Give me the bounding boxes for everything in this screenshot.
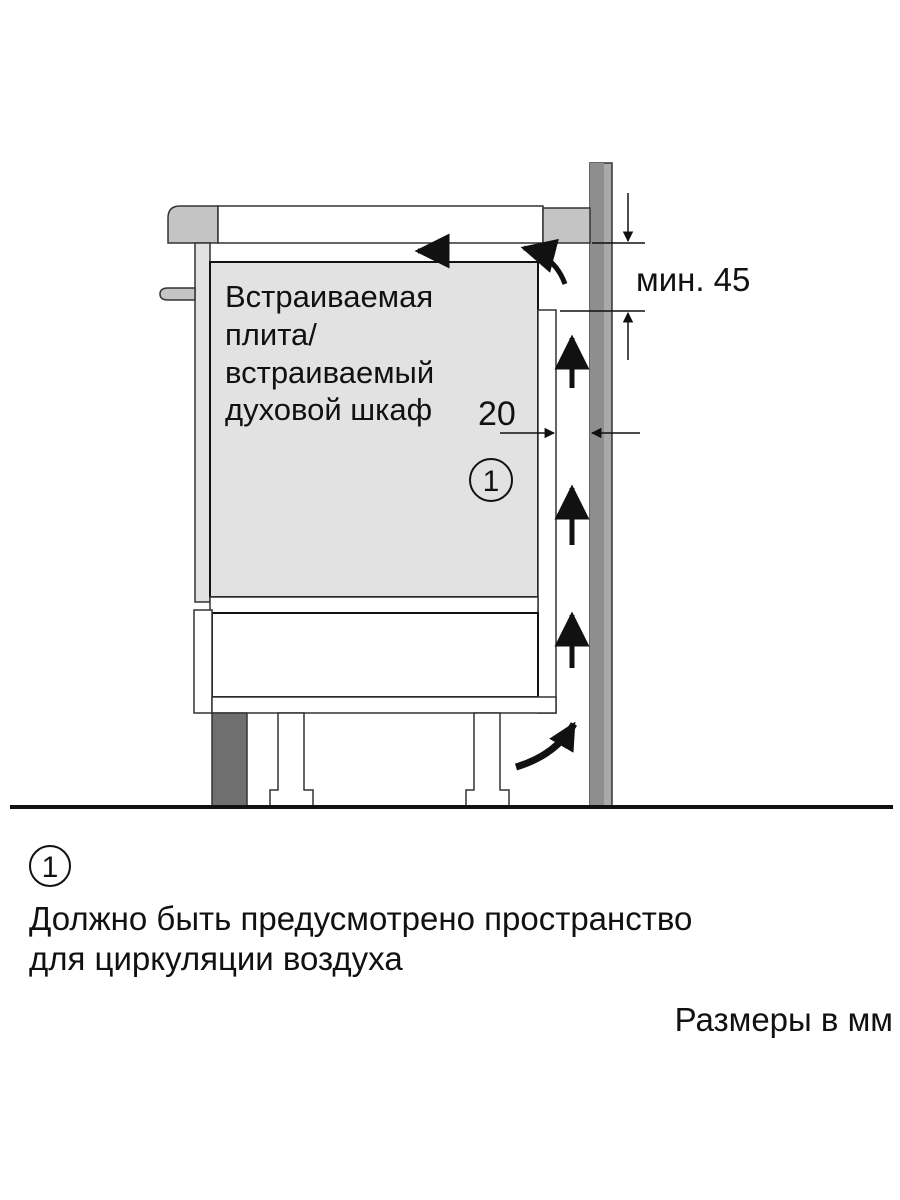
- control-knob: [159, 287, 196, 301]
- plinth: [211, 712, 248, 807]
- svg-text:1: 1: [483, 465, 500, 498]
- appliance-label-line: духовой шкаф: [225, 392, 432, 427]
- legend-text-line: Должно быть предусмотрено пространство: [29, 900, 692, 937]
- cabinet-side-panel: [194, 242, 211, 603]
- cabinet-bottom-rail: [211, 696, 557, 714]
- gap-side-label: 20: [478, 395, 516, 433]
- airflow-arrows: [414, 233, 590, 771]
- appliance-label-line: встраиваемый: [225, 355, 434, 390]
- airflow-arrow-curved-top: [520, 238, 568, 285]
- units-note: Размеры в мм: [675, 1001, 893, 1038]
- wall: [589, 162, 613, 809]
- legend-text-line: для циркуляции воздуха: [29, 940, 403, 977]
- appliance-label-line: плита/: [225, 317, 317, 352]
- dimension-top-gap: [560, 193, 645, 360]
- gap-top-label: мин. 45: [636, 261, 750, 298]
- airflow-arrow-curved-bottom: [514, 721, 578, 771]
- callout-marker: 1: [469, 458, 513, 502]
- appliance-label-line: Встраиваемая: [225, 279, 433, 314]
- drawer: [211, 612, 539, 698]
- cabinet-shelf: [209, 596, 539, 614]
- cabinet-right-panel: [537, 309, 557, 714]
- cabinet-leg: [269, 712, 314, 807]
- cabinet-leg: [465, 712, 510, 807]
- built-in-appliance: [209, 261, 539, 598]
- drawer-side-panel: [193, 609, 213, 714]
- svg-text:1: 1: [42, 851, 59, 884]
- legend-marker: 1: [29, 845, 71, 887]
- countertop: [167, 205, 591, 244]
